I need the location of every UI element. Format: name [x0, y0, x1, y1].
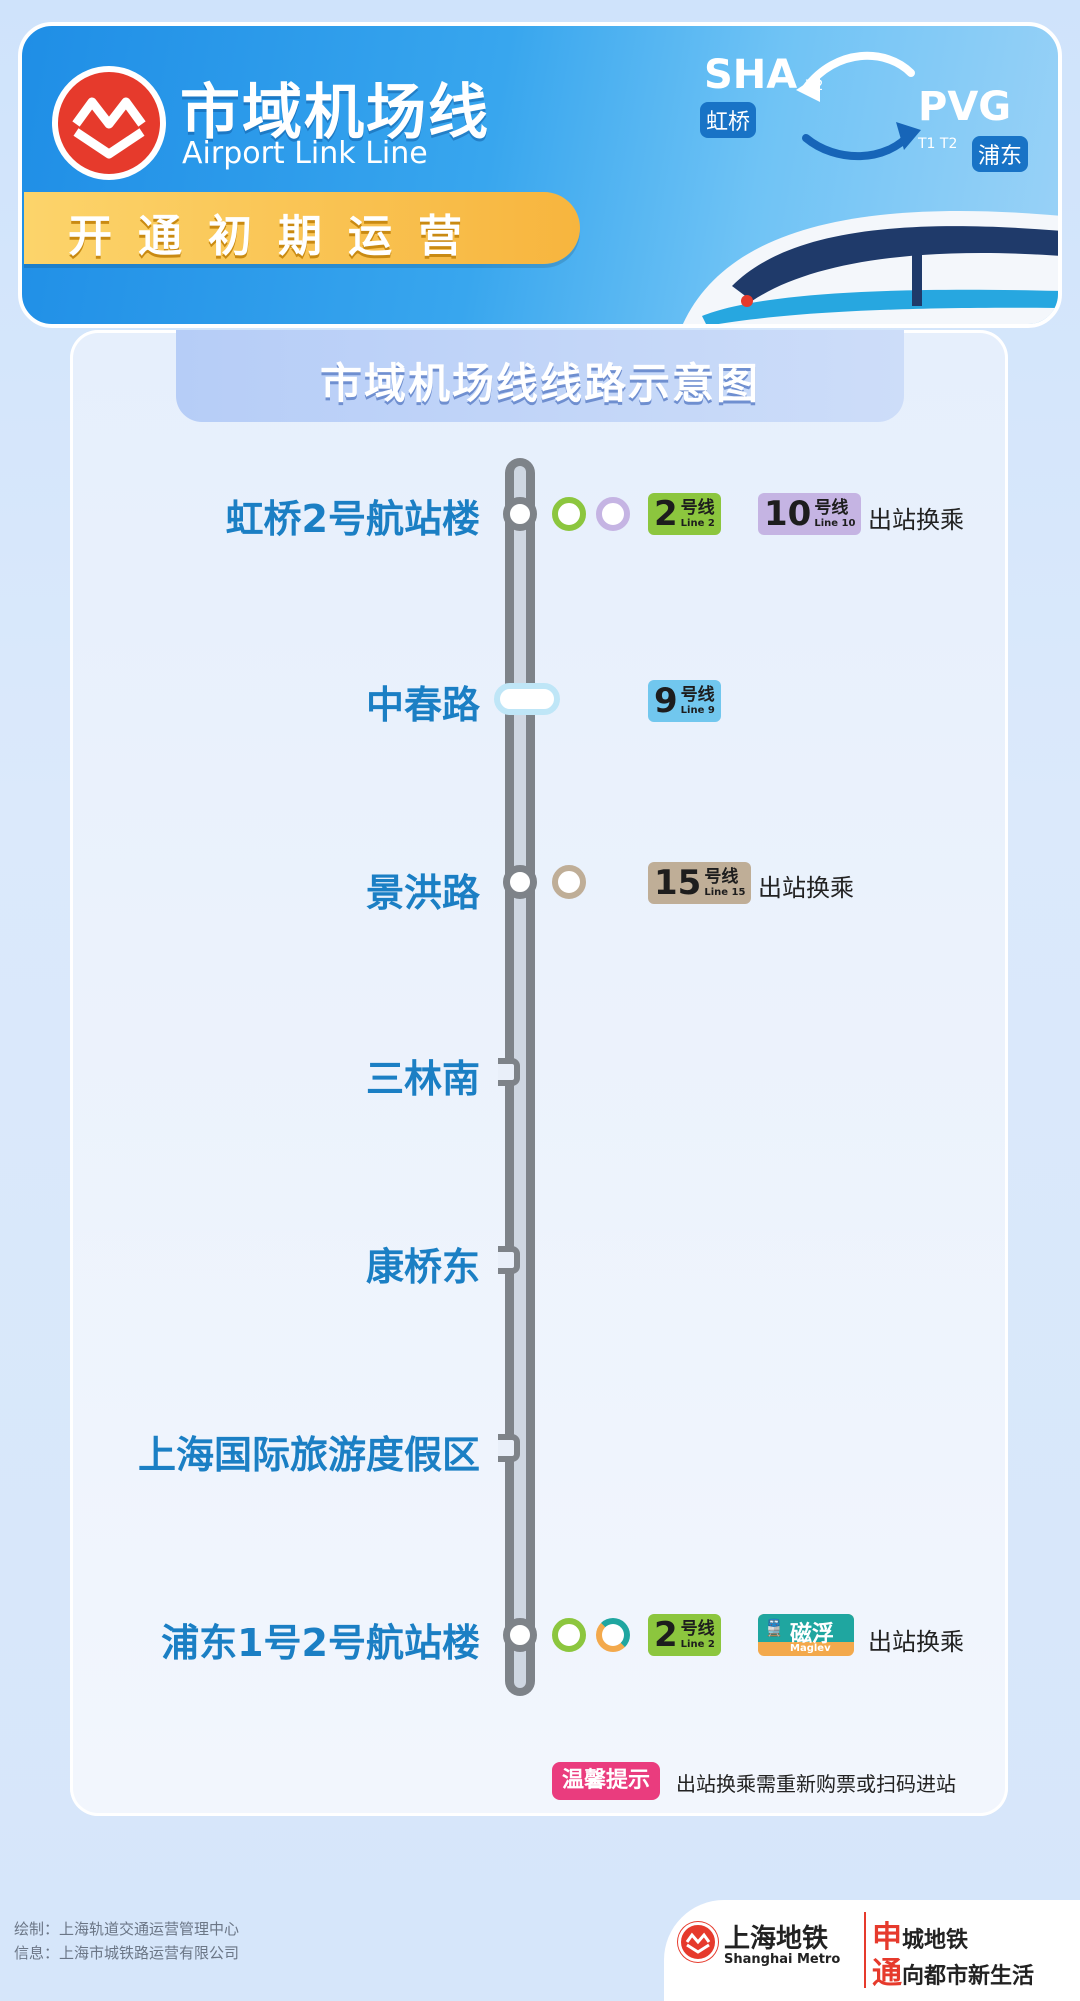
badge-num: 15 [654, 863, 702, 903]
badge-num: 9 [654, 681, 678, 721]
header-panel [18, 22, 1062, 328]
maglev-badge-body: 🚆 磁浮 Maglev [758, 1614, 854, 1656]
line2-ring-icon [552, 1618, 586, 1652]
badge-en: Line 10 [814, 517, 856, 529]
banner-text: 开通初期运营 [68, 211, 488, 262]
badge-num: 2 [654, 494, 678, 534]
slogan-text: 城地铁 [902, 1928, 969, 1953]
pvg-terminal: T1 T2 [918, 136, 958, 152]
sha-name: 虹桥 [700, 102, 757, 138]
station-tick [498, 1246, 520, 1274]
brand-name: 上海地铁 [724, 1924, 829, 1954]
credit-drawn-by: 绘制：上海轨道交通运营管理中心 [14, 1920, 240, 1938]
footer-brand-box [664, 1900, 1080, 2001]
badge-num: 2 [654, 1615, 678, 1655]
badge-en: Line 2 [680, 517, 715, 529]
station-kangqiao-east[interactable]: 康桥东 [365, 1245, 480, 1289]
badge-cn: 号线 [680, 684, 715, 705]
transfer-note: 出站换乘 [868, 1628, 964, 1656]
station-sanlin-south[interactable]: 三林南 [365, 1057, 480, 1101]
station-tick [498, 1058, 520, 1086]
station-zhongchun-road[interactable]: 中春路 [365, 683, 480, 727]
train-illustration [682, 210, 1058, 324]
notice-tag: 温馨提示 [552, 1762, 661, 1800]
sha-code: SHA [704, 52, 798, 98]
badge-en: Line 15 [704, 886, 746, 898]
train-icon: 🚆 [764, 1618, 784, 1637]
badge-cn: 号线 [704, 866, 739, 887]
slogan-line-2: 通向都市新生活 [872, 1948, 1034, 1992]
notice-text: 出站换乘需重新购票或扫码进站 [676, 1772, 956, 1796]
line-title-en: Airport Link Line [182, 136, 428, 171]
line15-ring-icon [552, 865, 586, 899]
transfer-note: 出站换乘 [758, 874, 854, 902]
station-shanghai-resort[interactable]: 上海国际旅游度假区 [137, 1433, 480, 1477]
slogan-red-char: 申 [872, 1920, 902, 1955]
metro-logo-icon [52, 66, 166, 180]
badge-en: Line 2 [680, 1638, 715, 1650]
transfer-note: 出站换乘 [868, 506, 964, 534]
badge-num: 10 [764, 494, 812, 534]
brand-name-en: Shanghai Metro [724, 1952, 841, 1967]
sha-terminal: T2 [806, 78, 824, 94]
slogan-red-char: 通 [872, 1956, 902, 1991]
route-map-card [70, 330, 1008, 1816]
maglev-badge: 🚆 磁浮 Maglev [758, 1614, 854, 1656]
map-title: 市域机场线线路示意图 [319, 359, 760, 408]
station-jinghong-road[interactable]: 景洪路 [365, 871, 480, 915]
opening-banner: 开通初期运营 [24, 192, 580, 264]
footer-divider [864, 1912, 866, 1988]
badge-cn: 号线 [814, 497, 849, 518]
line10-ring-icon [596, 497, 630, 531]
pvg-code: PVG [918, 84, 1012, 130]
badge-cn: 号线 [680, 497, 715, 518]
line-rail-inner [514, 466, 526, 1688]
station-node [503, 497, 537, 531]
station-node [503, 1618, 537, 1652]
map-title-box [176, 330, 904, 422]
airport-arrows-icon [796, 51, 921, 161]
slogan-line-1: 申城地铁 [872, 1912, 968, 1956]
shanghai-metro-logo-icon [678, 1922, 718, 1962]
station-hongqiao-t2[interactable]: 虹桥2号航站楼 [225, 497, 480, 541]
badge-cn: 号线 [680, 1618, 715, 1639]
badge-en: Line 9 [680, 704, 715, 716]
maglev-badge-top [758, 1614, 854, 1642]
line2-ring-icon [552, 497, 586, 531]
station-tick [498, 1434, 520, 1462]
interchange-node [494, 683, 560, 715]
maglev-ring-icon [596, 1618, 630, 1652]
station-node [503, 865, 537, 899]
credit-info: 信息：上海市城铁路运营有限公司 [14, 1944, 240, 1962]
station-pudong-t1-t2[interactable]: 浦东1号2号航站楼 [161, 1621, 480, 1665]
line-title: 市域机场线 [180, 78, 490, 148]
maglev-cn: 磁浮 [790, 1622, 835, 1647]
pvg-name: 浦东 [972, 136, 1029, 172]
slogan-text: 向都市新生活 [902, 1964, 1035, 1989]
maglev-en: Maglev [790, 1643, 831, 1654]
